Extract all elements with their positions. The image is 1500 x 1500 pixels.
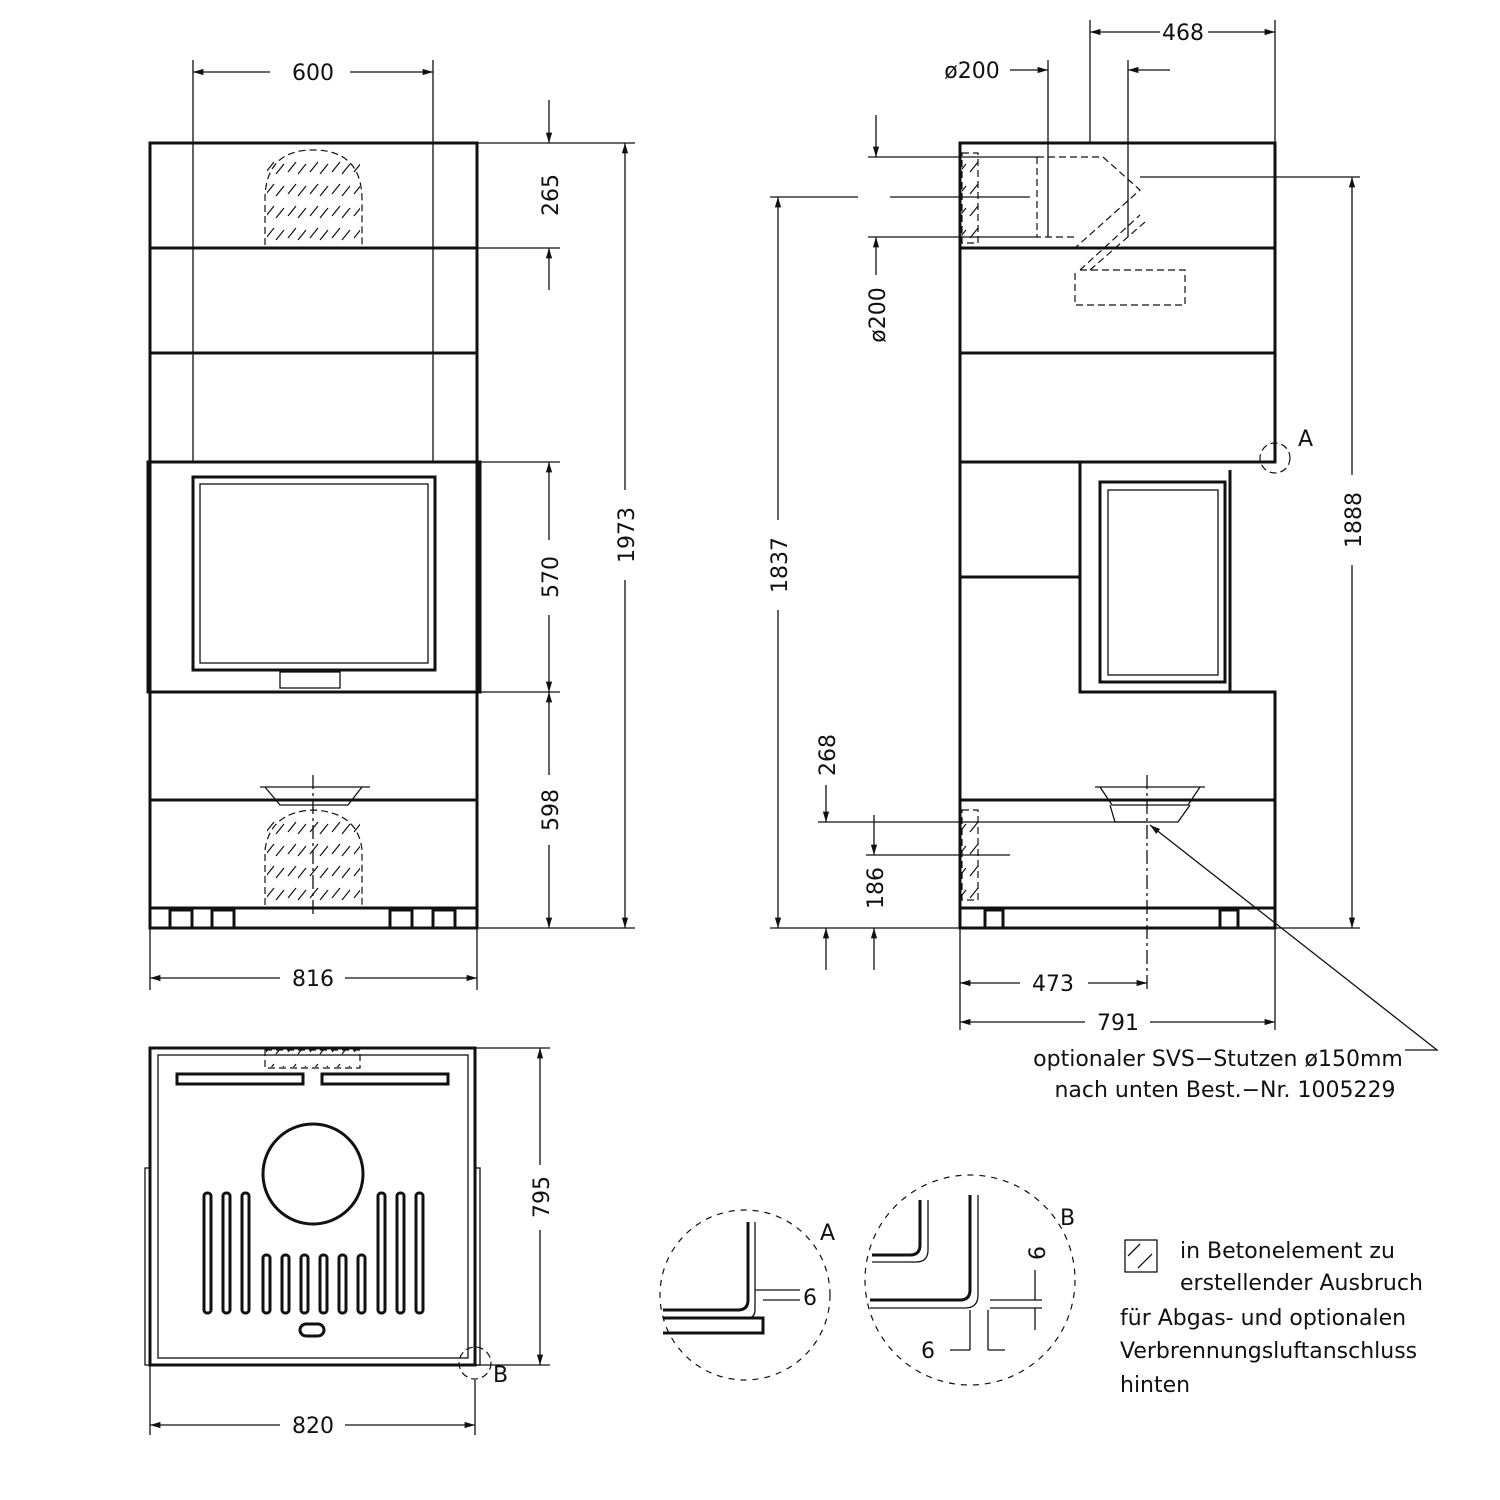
dim-flue-height-1837: 1837 <box>768 537 793 593</box>
dim-side-473: 473 <box>1032 972 1074 997</box>
dim-top-depth-795: 795 <box>530 1176 555 1218</box>
legend: in Betonelement zu erstellender Ausbruch… <box>1120 1239 1423 1398</box>
legend-line-5: hinten <box>1120 1373 1190 1398</box>
detail-b-dim-vertical: 6 <box>1026 1246 1051 1260</box>
detail-b-label: B <box>1060 1206 1075 1231</box>
detail-marker-a: A <box>1298 427 1313 452</box>
dim-top-width-820: 820 <box>292 1414 334 1439</box>
dim-firebox-570: 570 <box>539 556 564 598</box>
front-view: 600 265 570 598 1973 816 <box>146 60 640 992</box>
detail-marker-b: B <box>493 1363 508 1388</box>
dim-side-791: 791 <box>1097 1011 1139 1036</box>
legend-line-3: für Abgas- und optionalen <box>1120 1306 1406 1331</box>
feet <box>168 671 457 930</box>
dim-side-height-1888: 1888 <box>1342 492 1367 548</box>
detail-a-label: A <box>820 1221 835 1246</box>
detail-a: A 6 <box>659 1209 835 1381</box>
annotation-line-2: nach unten Best.−Nr. 1005229 <box>1054 1078 1395 1103</box>
dim-bottom-598: 598 <box>539 789 564 831</box>
detail-b-dim-horizontal: 6 <box>921 1339 935 1364</box>
dim-total-height-1973: 1973 <box>615 507 640 563</box>
annotation-line-1: optionaler SVS−Stutzen ø150mm <box>1033 1047 1403 1072</box>
legend-line-2: erstellender Ausbruch <box>1180 1271 1423 1296</box>
detail-b: B 6 6 <box>864 1174 1076 1386</box>
detail-a-dim: 6 <box>803 1286 817 1311</box>
dim-side-468: 468 <box>1162 21 1204 46</box>
legend-line-1: in Betonelement zu <box>1180 1239 1395 1264</box>
hatched-square-icon <box>1124 1239 1158 1273</box>
dim-front-width-816: 816 <box>292 967 334 992</box>
vent-slots <box>202 1191 425 1338</box>
dim-front-width-600: 600 <box>292 61 334 86</box>
legend-line-4: Verbrennungsluftanschluss <box>1120 1339 1417 1364</box>
dim-flue-diameter-side: ø200 <box>866 287 891 342</box>
top-view: B 795 820 <box>144 1046 555 1439</box>
dim-air-186: 186 <box>864 867 889 909</box>
dim-flue-diameter-top: ø200 <box>944 59 999 84</box>
dim-lower-268: 268 <box>816 734 841 776</box>
side-view: A 468 ø200 ø200 1837 1888 268 186 473 79… <box>768 20 1439 1103</box>
dim-top-band-265: 265 <box>539 174 564 216</box>
